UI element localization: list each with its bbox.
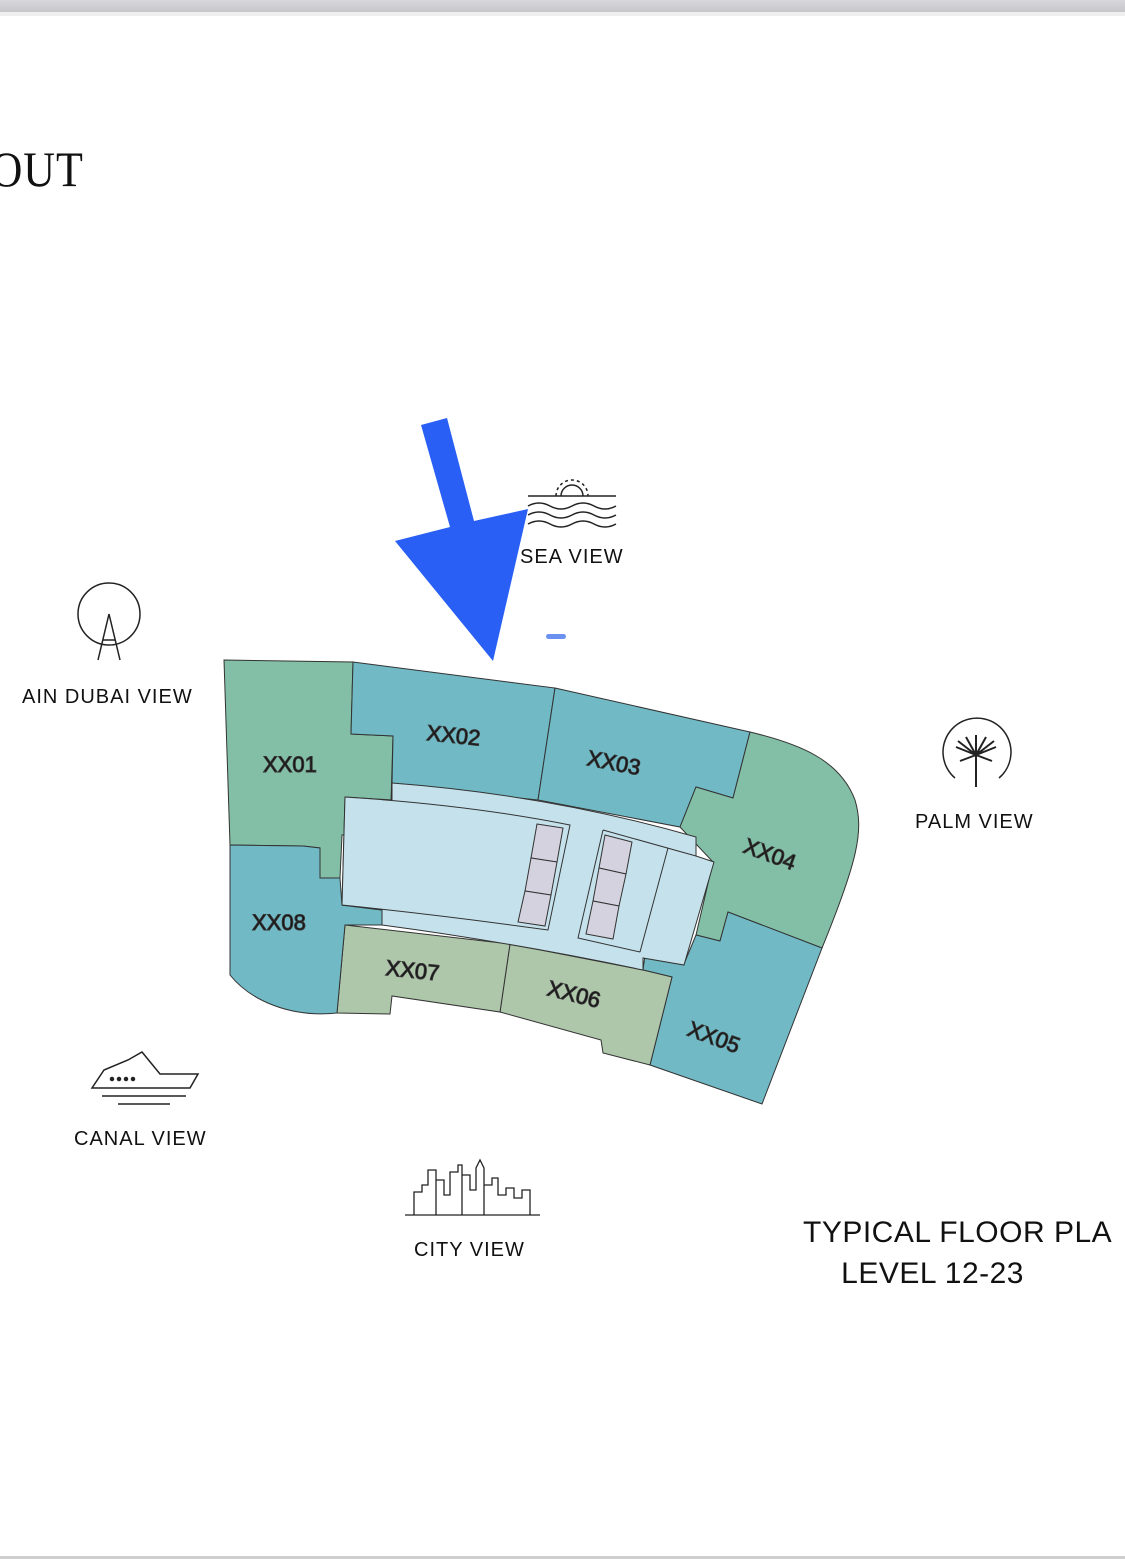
floor-plan-title-line1: TYPICAL FLOOR PLA xyxy=(803,1216,1113,1249)
floor-plan-level: LEVEL 12-23 xyxy=(841,1257,1024,1290)
unit-label: XX01 xyxy=(263,752,317,777)
unit-label: XX07 xyxy=(384,955,440,985)
palm-tree-icon xyxy=(942,717,1012,787)
ain-dubai-view-label: AIN DUBAI VIEW xyxy=(22,686,193,708)
city-skyline-icon xyxy=(405,1158,540,1216)
page-title: YOUT xyxy=(0,141,84,197)
yacht-icon xyxy=(90,1051,200,1105)
unit-label: XX08 xyxy=(252,910,306,935)
unit-label: XX02 xyxy=(425,720,481,750)
browser-top-bar xyxy=(0,0,1125,12)
sunset-sea-icon xyxy=(527,479,617,528)
unit-xx08[interactable]: XX08 xyxy=(229,844,383,1015)
annotation-mark xyxy=(546,634,566,639)
city-view-label: CITY VIEW xyxy=(414,1239,525,1261)
canal-view-label: CANAL VIEW xyxy=(74,1128,207,1150)
unit-xx04[interactable]: XX04 xyxy=(679,731,860,949)
sea-view-label: SEA VIEW xyxy=(520,546,624,568)
floor-plan-title: TYPICAL FLOOR PLA LEVEL 12-23 xyxy=(803,1212,1112,1294)
divider xyxy=(0,12,1125,16)
unit-xx05[interactable]: XX05 xyxy=(642,911,823,1105)
unit-xx07[interactable]: XX07 xyxy=(336,924,511,1015)
building-core xyxy=(341,782,715,971)
unit-xx06[interactable]: XX06 xyxy=(499,943,673,1066)
annotation-arrow xyxy=(395,418,528,661)
palm-view-label: PALM VIEW xyxy=(915,811,1034,833)
ferris-wheel-icon xyxy=(77,582,141,661)
unit-xx02[interactable]: XX02 xyxy=(350,661,556,801)
divider xyxy=(0,1556,1125,1559)
elevator-bank xyxy=(517,823,633,940)
